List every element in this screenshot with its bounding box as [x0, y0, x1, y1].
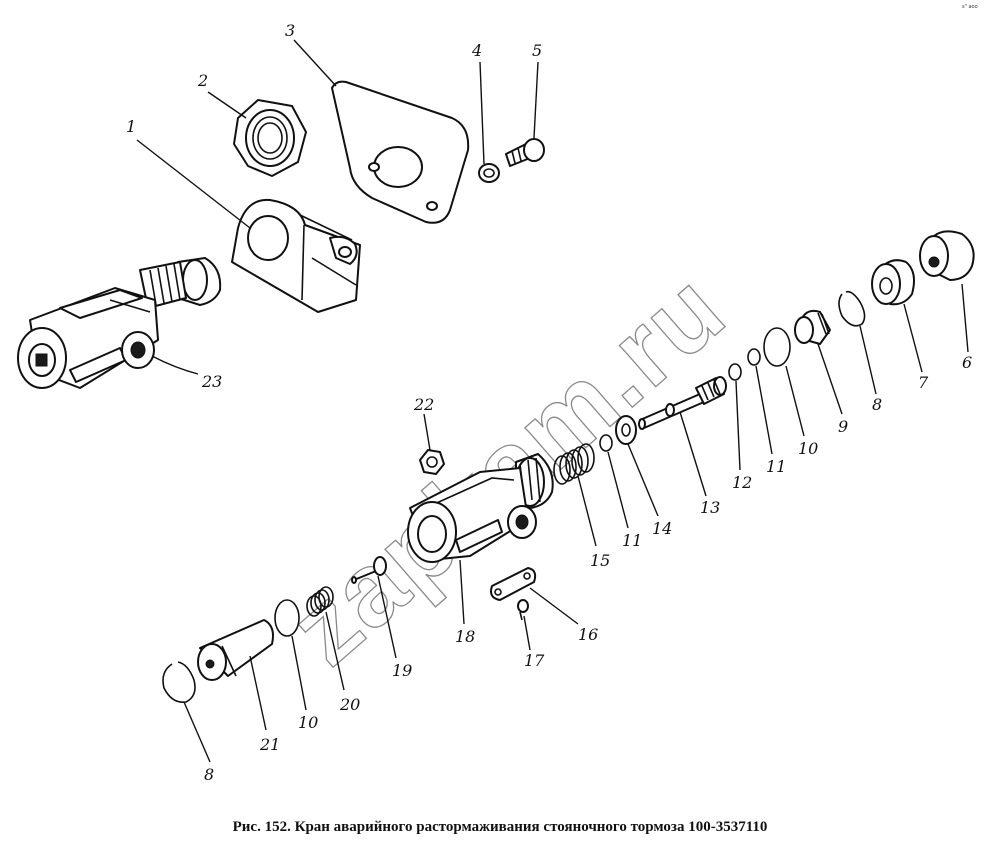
- leader-19: [377, 575, 397, 659]
- part-13-valve-stem: [638, 376, 727, 430]
- callout-23: 23: [201, 372, 222, 391]
- leader-20: [325, 611, 345, 691]
- leader-8-lower: [183, 701, 211, 763]
- callout-1: 1: [126, 117, 136, 136]
- leader-12: [735, 380, 741, 471]
- callout-11-upper: 11: [766, 457, 786, 476]
- leader-18: [459, 559, 465, 625]
- callout-18: 18: [455, 627, 475, 646]
- leader-9: [817, 343, 843, 415]
- leader-15: [577, 475, 597, 547]
- corner-mark: s" aoo: [962, 4, 978, 10]
- part-8-snap-ring-upper: [838, 290, 866, 327]
- leader-14: [627, 443, 659, 517]
- leader-17: [523, 615, 531, 651]
- callout-8-lower: 8: [204, 765, 214, 784]
- callout-17: 17: [524, 651, 545, 670]
- part-7-cup: [871, 259, 915, 306]
- callout-20: 20: [339, 695, 360, 714]
- callout-11-lower: 11: [622, 531, 642, 550]
- callout-15: 15: [590, 551, 610, 570]
- callout-12: 12: [732, 473, 752, 492]
- part-23-assembled-valve: [17, 257, 222, 389]
- callout-13: 13: [700, 498, 720, 517]
- callout-10-lower: 10: [298, 713, 318, 732]
- leader-7: [903, 303, 923, 373]
- part-11-ring-upper: [747, 348, 761, 366]
- leader-4: [479, 61, 485, 165]
- callout-19: 19: [392, 661, 412, 680]
- callout-8-upper: 8: [872, 395, 882, 414]
- callout-3: 3: [285, 21, 295, 40]
- leader-10-lower: [291, 635, 307, 711]
- part-6-cap: [919, 230, 975, 281]
- part-2-hex-nut: [233, 99, 307, 177]
- leader-1: [136, 139, 251, 229]
- part-21-piston: [197, 619, 274, 681]
- leader-8-upper: [859, 325, 877, 395]
- part-8-snap-ring-lower: [162, 661, 196, 704]
- callout-5: 5: [532, 41, 542, 60]
- leader-13: [679, 411, 707, 497]
- part-3-gasket-plate: [331, 80, 470, 224]
- part-12-ring: [728, 363, 742, 381]
- callout-9: 9: [838, 417, 848, 436]
- callout-4: 4: [471, 41, 482, 60]
- callout-7: 7: [918, 373, 929, 392]
- leader-21: [249, 655, 267, 731]
- part-19-pin-valve: [351, 556, 387, 584]
- callout-6: 6: [962, 353, 972, 372]
- part-17-screw: [517, 599, 529, 621]
- leader-22: [423, 413, 431, 451]
- part-10-o-ring-lower: [274, 599, 300, 637]
- leader-11-upper: [755, 365, 773, 455]
- leader-2: [207, 91, 247, 119]
- figure-caption: Рис. 152. Кран аварийного растормаживани…: [232, 819, 768, 835]
- callout-22: 22: [413, 395, 434, 414]
- leader-3: [293, 39, 337, 87]
- part-5-screw: [505, 138, 545, 167]
- leader-5: [533, 61, 539, 139]
- callout-16: 16: [578, 625, 598, 644]
- leader-16: [529, 587, 579, 625]
- callout-14: 14: [652, 519, 672, 538]
- part-15-spring: [553, 443, 595, 485]
- part-4-lock-washer: [478, 163, 500, 183]
- part-16-cover-plate: [490, 567, 537, 601]
- callout-2: 2: [197, 71, 208, 90]
- part-18-valve-body: [407, 453, 554, 563]
- leader-6: [961, 283, 969, 353]
- leader-11-lower: [607, 451, 629, 529]
- part-1-bracket: [231, 198, 361, 313]
- part-11-ring-lower: [599, 434, 613, 452]
- part-22-nut: [419, 449, 445, 475]
- part-9-plug: [794, 309, 831, 345]
- leader-10-upper: [785, 365, 805, 437]
- part-14-washer: [615, 415, 637, 445]
- part-20-small-spring: [306, 586, 334, 617]
- part-10-o-ring-upper: [763, 327, 791, 367]
- callout-21: 21: [259, 735, 280, 754]
- callout-10-upper: 10: [798, 439, 818, 458]
